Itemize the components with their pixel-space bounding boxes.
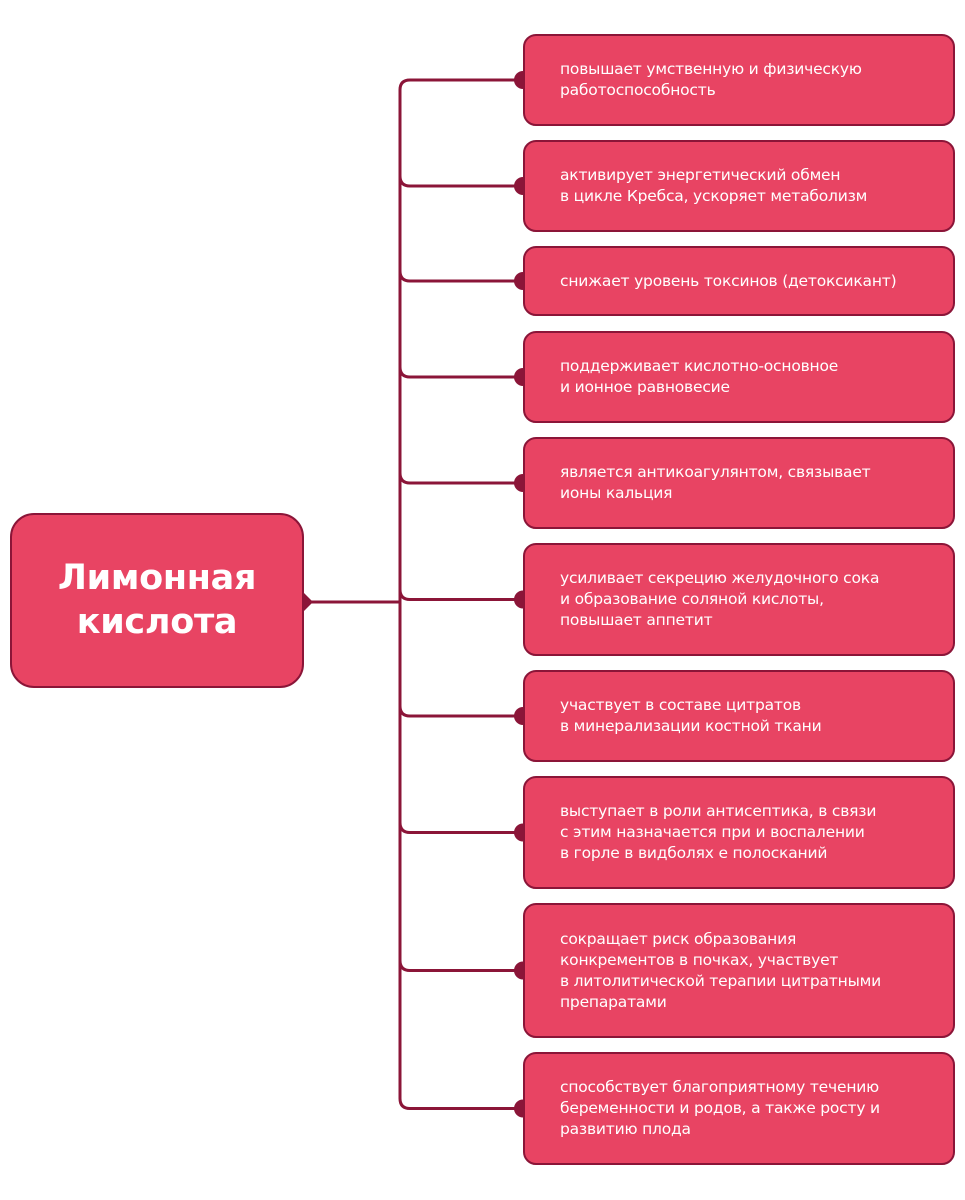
branch-label: является антикоагулянтом, связывает ионы… (560, 463, 871, 502)
branch-box-acid-base-balance: поддерживает кислотно-основное и ионное … (523, 331, 955, 423)
branch-connector (398, 822, 523, 834)
central-topic-box: Лимонная кислота (10, 513, 304, 688)
branch-box-pregnancy: способствует благоприятному течению бере… (523, 1052, 955, 1165)
branch-box-kidney-stones: сокращает риск образования конкрементов … (523, 903, 955, 1038)
branch-label: сокращает риск образования конкрементов … (560, 929, 881, 1011)
branch-box-anticoagulant: является антикоагулянтом, связывает ионы… (523, 437, 955, 529)
branch-label: способствует благоприятному течению бере… (560, 1078, 880, 1138)
branch-label: активирует энергетический обмен в цикле … (560, 166, 868, 205)
branch-label: усиливает секрецию желудочного сока и об… (560, 569, 880, 629)
central-topic-label: Лимонная кислота (57, 558, 257, 642)
branch-box-antiseptic: выступает в роли антисептика, в связи с … (523, 776, 955, 889)
branch-connector (398, 705, 523, 718)
branch-connector (398, 270, 523, 283)
branch-connector (398, 589, 523, 601)
trunk-line (398, 78, 411, 1110)
branch-label: поддерживает кислотно-основное и ионное … (560, 357, 839, 396)
branch-label: снижает уровень токсинов (детоксикант) (560, 271, 897, 290)
branch-box-work-capacity: повышает умственную и физическую работос… (523, 34, 955, 126)
branch-connector (398, 960, 523, 972)
branch-connector (398, 366, 523, 379)
branch-box-energy-metabolism: активирует энергетический обмен в цикле … (523, 140, 955, 232)
branch-box-detox: снижает уровень токсинов (детоксикант) (523, 246, 955, 316)
branch-label: выступает в роли антисептика, в связи с … (560, 802, 877, 862)
branch-box-gastric-secretion: усиливает секрецию желудочного сока и об… (523, 543, 955, 656)
branch-label: участвует в составе цитратов в минерализ… (560, 696, 822, 735)
branch-connector (398, 175, 523, 188)
branch-box-bone-mineralization: участвует в составе цитратов в минерализ… (523, 670, 955, 762)
branch-label: повышает умственную и физическую работос… (560, 60, 862, 99)
branch-connector (398, 472, 523, 485)
